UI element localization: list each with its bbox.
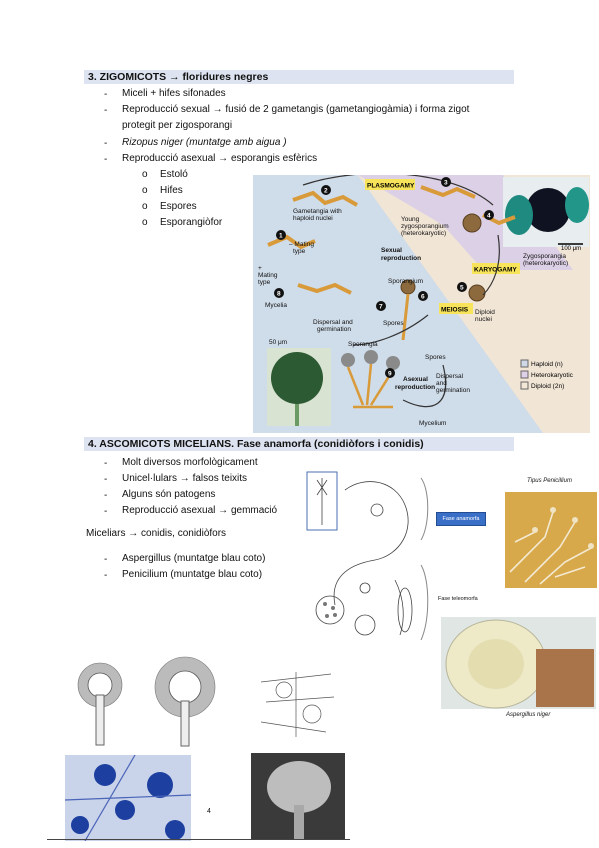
bullet-item: Molt diversos morfològicament (122, 457, 258, 468)
minus-mating-type-label-2: type (293, 248, 306, 255)
bullet-item: Penicilium (muntatge blau coto) (122, 569, 263, 580)
miceliars-line: Miceliars → conidis, conidiòfors (86, 528, 227, 539)
sporangia-label: Sporangia (348, 341, 378, 348)
section4-heading-bar (84, 437, 514, 451)
bullet-item: Unicel·lulars → falsos teixits (122, 473, 248, 484)
bullet-item: Alguns són patogens (122, 489, 216, 500)
page-number: 4 (207, 808, 211, 815)
bullet-item: Reproducció asexual → esporangis esfèric… (122, 153, 318, 164)
step-4-marker: 4 (487, 213, 491, 220)
diploid-nuclei-label: Diploid (475, 309, 495, 316)
penicillium-micrograph (505, 492, 597, 588)
aspergillus-sem-micrograph (251, 753, 345, 839)
subbullet-marker: o (142, 217, 148, 228)
step-8-marker: 8 (277, 291, 281, 298)
bullet-item: Aspergillus (muntatge blau coto) (122, 553, 266, 564)
legend-heterokaryotic: Heterokaryotic (531, 372, 574, 379)
mycelia-label: Mycelia (265, 302, 287, 309)
bullet-dash-icon: - (104, 554, 108, 565)
young-zygosporangium-label-2: zygosporangium (401, 223, 449, 230)
step-9-marker: 9 (388, 371, 392, 378)
sexual-reproduction-label: Sexual (381, 247, 402, 254)
step-3-marker: 3 (444, 180, 448, 187)
scale-label-100: 100 μm (561, 246, 581, 252)
bullet-dash-icon: - (104, 89, 108, 100)
bullet-dash-icon: - (104, 458, 108, 469)
bullet-dash-icon: - (104, 570, 108, 581)
section3-heading-bar (84, 70, 514, 84)
minus-mating-type-label: – Mating (289, 241, 314, 248)
subbullet-item: Hifes (160, 185, 183, 196)
diploid-nuclei-label-2: nuclei (475, 316, 492, 323)
bullet-item: Reproducció asexual → gemmació (122, 505, 278, 516)
fase-teleomorfa-label: Fase teleomorfa (438, 596, 478, 602)
dispersal-germination-label-3: germination (436, 387, 470, 394)
aspergillus-blue-stain-micrograph (65, 755, 191, 841)
fase-anamorfa-box: Fase anamorfa (436, 512, 486, 526)
subbullet-marker: o (142, 169, 148, 180)
zygomycete-life-cycle-figure: 100 μm PLASMOGAMY KARYOGAMY MEIOSIS 1 2 … (253, 175, 590, 433)
dispersal-label: Dispersal and (313, 319, 353, 326)
bullet-dash-icon: - (104, 138, 108, 149)
dispersal-germination-label-2: and (436, 380, 447, 387)
bullet-dash-icon: - (104, 506, 108, 517)
ascomycete-life-cycle-diagram (305, 470, 435, 645)
zygosporangia-label-2: (heterokaryotic) (523, 260, 568, 267)
step-1-marker: 1 (279, 233, 283, 240)
bullet-dash-icon: - (104, 474, 108, 485)
mycelium-label: Mycelium (419, 420, 446, 427)
plus-mating-type-label-2: type (258, 279, 271, 286)
step-2-marker: 2 (324, 188, 328, 195)
bullet-dash-icon: - (104, 105, 108, 116)
karyogamy-label: KARYOGAMY (474, 267, 517, 274)
section3-title: 3. ZIGOMICOTS → floridures negres (88, 71, 269, 83)
subbullet-item: Esporangiòfor (160, 217, 223, 228)
gametangia-label-2: haploid nuclei (293, 215, 333, 222)
meiosis-label: MEIOSIS (441, 307, 469, 314)
plus-mating-type-label: Mating (258, 272, 278, 279)
asexual-reproduction-label: Asexual (403, 376, 428, 383)
subbullet-item: Espores (160, 201, 197, 212)
gametangia-label: Gametangia with (293, 208, 342, 215)
dispersal-germination-label: Dispersal (436, 373, 464, 380)
fase-anamorfa-label: Fase anamorfa (442, 516, 480, 522)
step-6-marker: 6 (421, 294, 425, 301)
sporangium-label: Sporangium (388, 278, 423, 285)
step-7-marker: 7 (379, 304, 383, 311)
penicillium-caption: Tipus Penicillium (527, 478, 572, 484)
plus-mating-type-sign: + (258, 265, 262, 272)
legend-haploid: Haploid (n) (531, 361, 563, 368)
bullet-dash-icon: - (104, 154, 108, 165)
bullet-item: Rizopus niger (muntatge amb aigua ) (122, 137, 287, 148)
subbullet-marker: o (142, 185, 148, 196)
aspergillus-conidiophore-drawings (65, 645, 223, 748)
aspergillus-niger-caption: Aspergillus niger (506, 712, 551, 718)
spores-label-2: Spores (425, 354, 446, 361)
subbullet-item: Estoló (160, 169, 188, 180)
bullet-dash-icon: - (104, 490, 108, 501)
young-zygosporangium-label-3: (heterokaryotic) (401, 230, 446, 237)
scale-label-50: 50 μm (269, 339, 287, 346)
conidiophore-line-drawing (256, 662, 338, 744)
aspergillus-niger-plate-photo (441, 617, 596, 709)
footer-divider (47, 839, 350, 840)
bullet-item: Miceli + hifes sifonades (122, 88, 226, 99)
sexual-reproduction-label-2: reproduction (381, 255, 421, 262)
zygosporangia-label: Zygosporangia (523, 253, 566, 260)
asexual-reproduction-label-2: reproduction (395, 384, 435, 391)
subbullet-marker: o (142, 201, 148, 212)
plasmogamy-label: PLASMOGAMY (367, 183, 415, 190)
dispersal-label-2: germination (317, 326, 351, 333)
legend-diploid: Diploid (2n) (531, 383, 564, 390)
young-zygosporangium-label: Young (401, 216, 420, 223)
step-5-marker: 5 (460, 285, 464, 292)
section4-title: 4. ASCOMICOTS MICELIANS. Fase anamorfa (… (88, 438, 424, 450)
bullet-item-continued: protegit per zigosporangi (122, 120, 233, 131)
spores-label: Spores (383, 320, 404, 327)
bullet-item: Reproducció sexual → fusió de 2 gametang… (122, 104, 470, 115)
